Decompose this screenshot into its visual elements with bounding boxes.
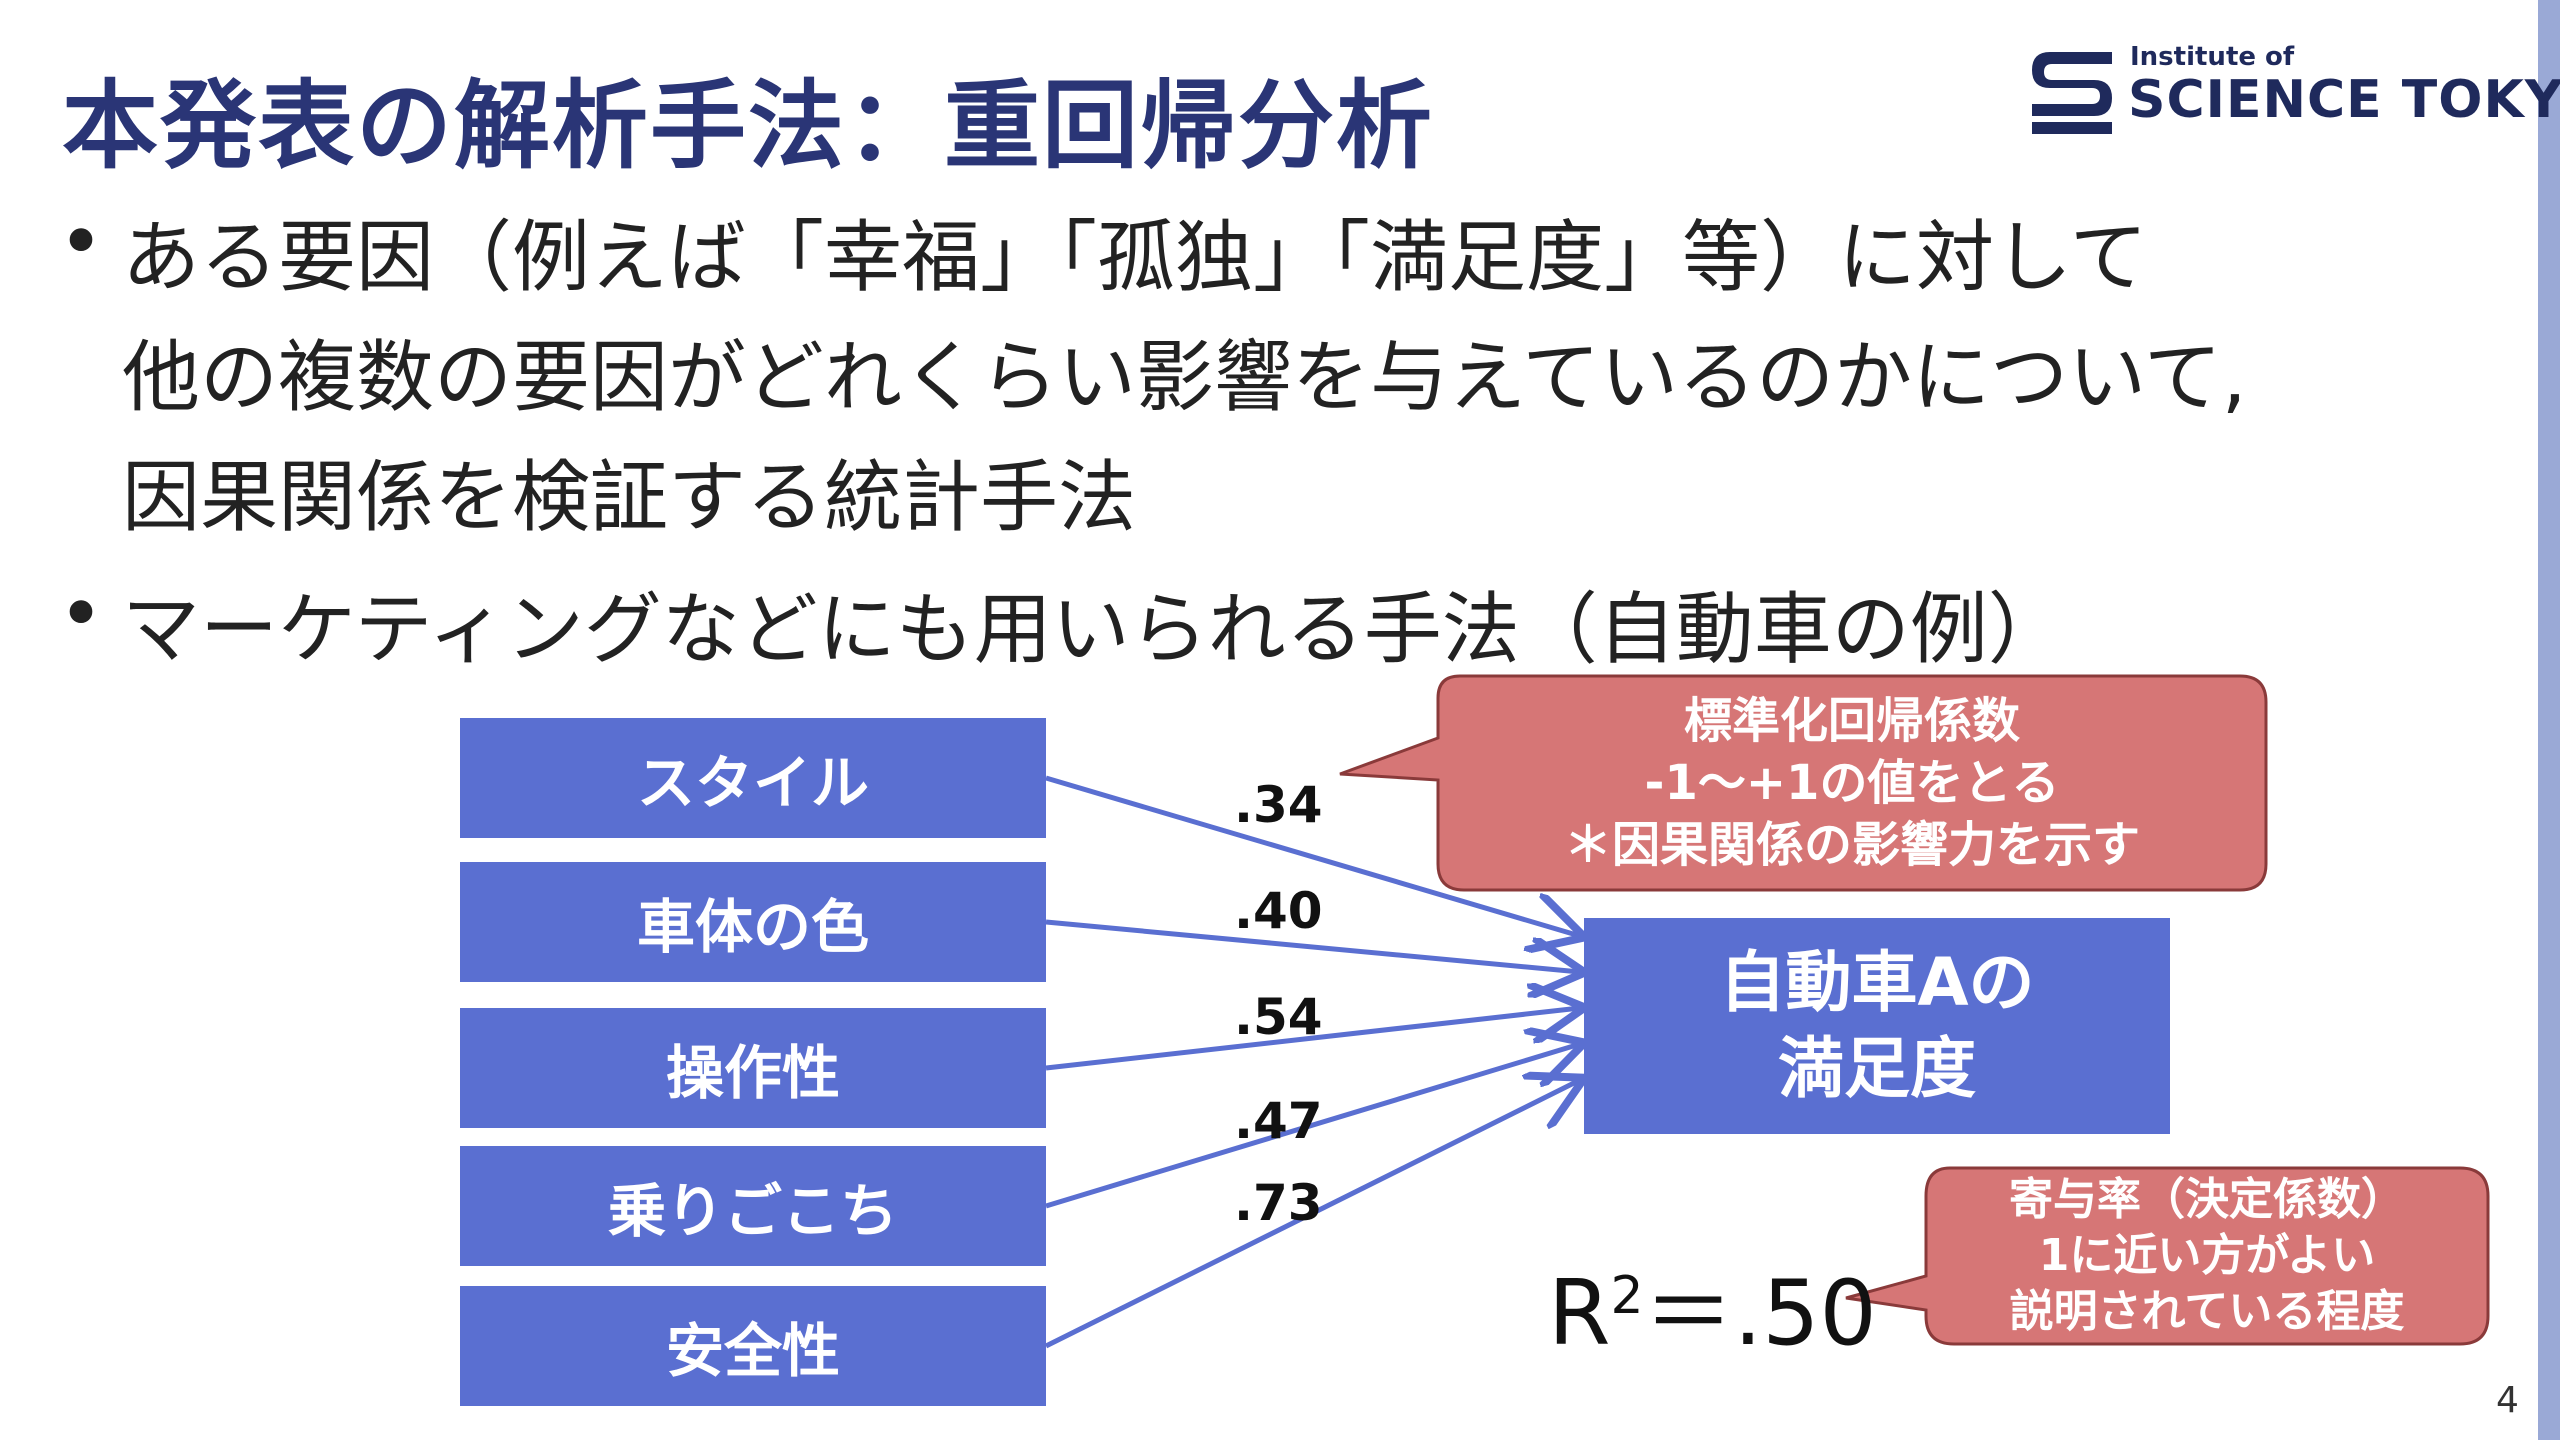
- r2-callout-line-3: 説明されている程度: [2009, 1286, 2405, 1337]
- arrow-body-color: [1045, 919, 1580, 972]
- arrow-safety: [1044, 1080, 1580, 1349]
- coef-callout-text: 標準化回帰係数 -1～+1の値をとる ＊因果関係の影響力を示す: [1438, 690, 2266, 876]
- r2-callout-line-1: 寄与率（決定係数）: [2009, 1174, 2405, 1225]
- coef-label-safety: .73: [1234, 1174, 1323, 1232]
- r-squared-value: R2＝.50: [1548, 1240, 1877, 1370]
- bullet-1-line-2: 他の複数の要因がどれくらい影響を与えているのかについて,: [122, 333, 2247, 423]
- logo-text-science-tokyo: SCIENCE TOKYO: [2128, 70, 2560, 130]
- institute-logo: Institute of SCIENCE TOKYO: [2030, 40, 2560, 150]
- factor-box-handling: 操作性: [460, 1008, 1046, 1128]
- coef-label-handling: .54: [1234, 988, 1323, 1046]
- coef-label-ride-comfort: .47: [1234, 1092, 1323, 1150]
- factor-box-style: スタイル: [460, 718, 1046, 838]
- r2-number: ＝.50: [1643, 1261, 1877, 1366]
- target-line-1: 自動車Aの: [1719, 944, 2035, 1022]
- coef-callout-line-3: ＊因果関係の影響力を示す: [1563, 817, 2140, 873]
- target-line-2: 満足度: [1778, 1030, 1976, 1107]
- bullet-2-line-1: マーケティングなどにも用いられる手法（自動車の例）: [122, 585, 2066, 675]
- page-number: 4: [2496, 1380, 2519, 1421]
- logo-text-institute: Institute of: [2130, 42, 2295, 72]
- bullet-marker-2: •: [58, 570, 105, 660]
- r2-callout-text: 寄与率（決定係数） 1に近い方がよい 説明されている程度: [1926, 1172, 2488, 1340]
- page-title: 本発表の解析手法：重回帰分析: [62, 70, 1434, 182]
- r2-superscript: 2: [1610, 1266, 1644, 1326]
- factor-box-body-color: 車体の色: [460, 862, 1046, 982]
- arrow-style: [1045, 775, 1580, 936]
- r2-symbol: R: [1548, 1261, 1611, 1366]
- arrow-handling: [1045, 1008, 1580, 1071]
- arrow-ride-comfort: [1045, 1044, 1580, 1209]
- coef-callout-shape: [1339, 674, 2268, 892]
- coef-label-style: .34: [1234, 776, 1323, 834]
- coef-callout-line-2: -1～+1の値をとる: [1644, 755, 2060, 811]
- coef-callout-line-1: 標準化回帰係数: [1683, 693, 2020, 749]
- factor-box-ride-comfort: 乗りごこち: [460, 1146, 1046, 1266]
- r2-callout-line-2: 1に近い方がよい: [2038, 1230, 2376, 1281]
- coef-label-body-color: .40: [1234, 882, 1323, 940]
- bullet-1-line-1: ある要因（例えば「幸福」「孤独」「満足度」等）に対して: [122, 213, 2148, 303]
- r2-callout-shape: [1845, 1166, 2490, 1346]
- factor-box-safety: 安全性: [460, 1286, 1046, 1406]
- bullet-1-line-3: 因果関係を検証する統計手法: [122, 453, 1137, 543]
- science-tokyo-s-mark-icon: [2032, 52, 2112, 134]
- target-box-satisfaction: 自動車Aの 満足度: [1584, 918, 2170, 1134]
- right-edge-bar: [2538, 0, 2560, 1440]
- bullet-marker-1: •: [58, 198, 105, 288]
